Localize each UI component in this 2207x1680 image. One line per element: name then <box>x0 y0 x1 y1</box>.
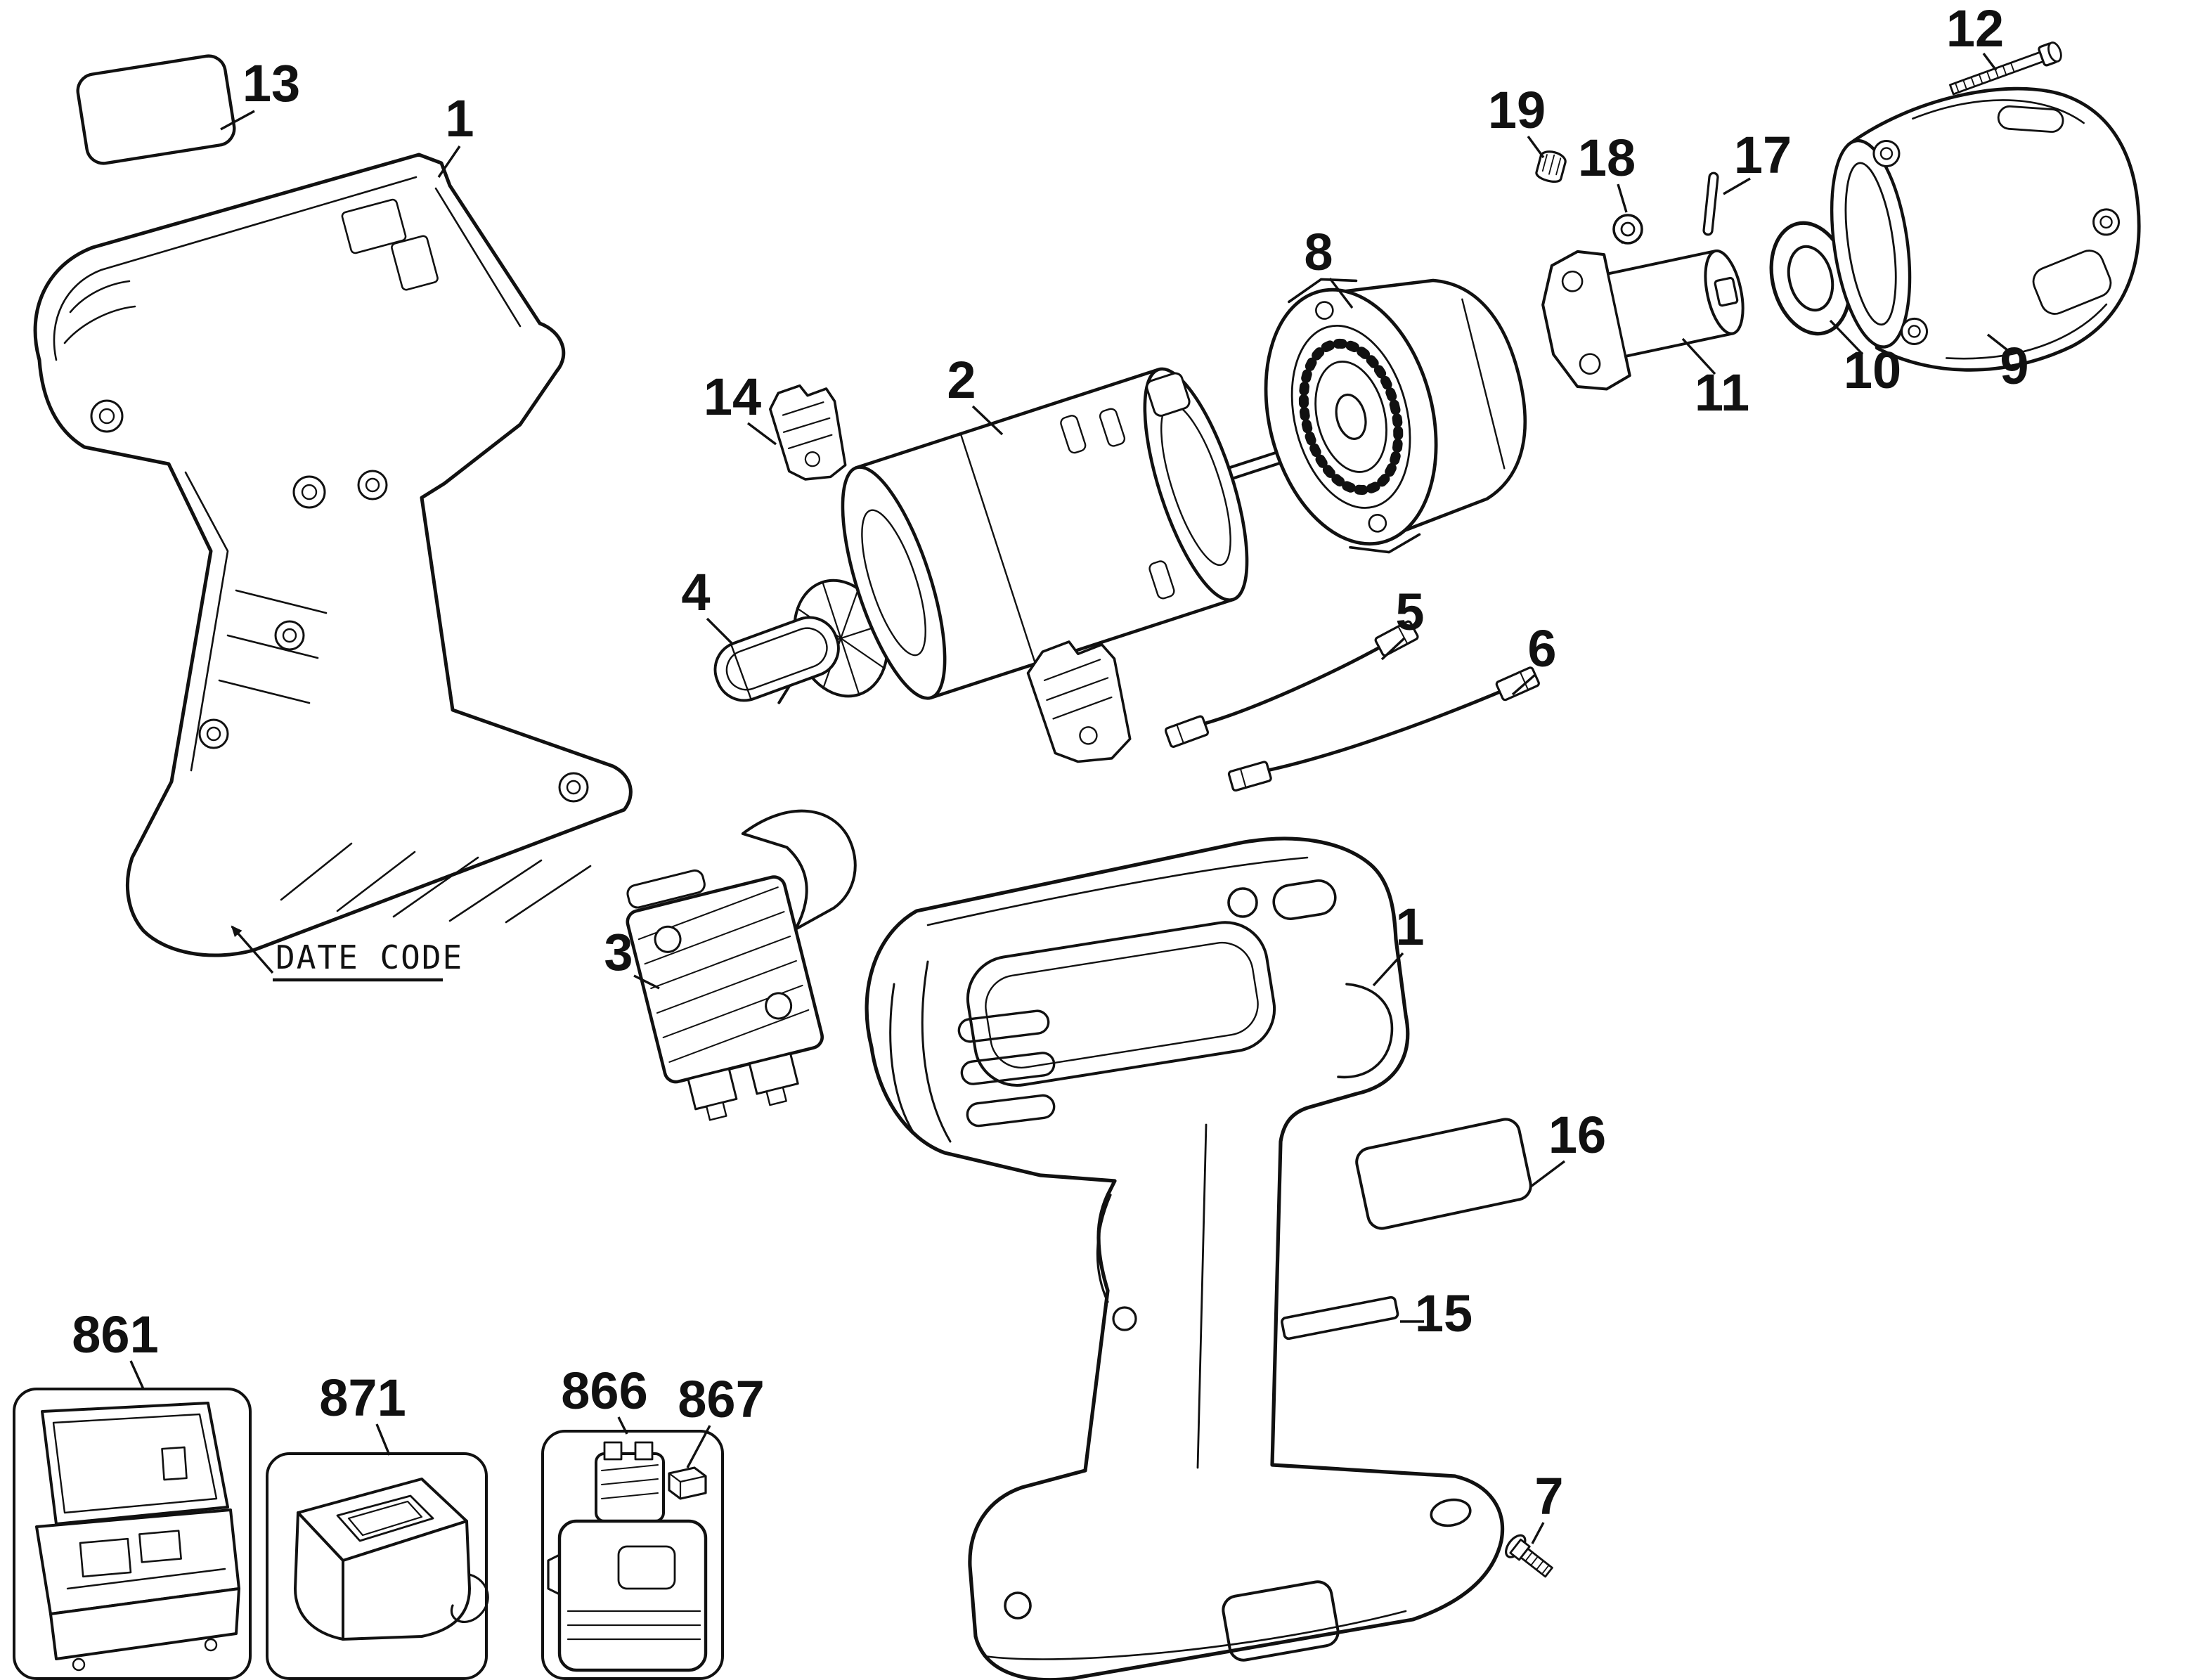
nut-18 <box>1612 214 1643 245</box>
washer-10 <box>1769 221 1852 336</box>
callout-leader-7 <box>1531 1522 1545 1544</box>
battery-866 <box>541 1430 724 1680</box>
motor-terminal <box>1146 372 1191 417</box>
callout-leader-5 <box>1380 637 1406 661</box>
callout-leader-866 <box>617 1416 628 1435</box>
callout-871: 871 <box>319 1369 406 1427</box>
callout-leader-1 <box>1372 952 1404 987</box>
callout-11: 11 <box>1695 363 1749 422</box>
brush-holder-14 <box>769 384 847 481</box>
callout-leader-871 <box>375 1423 391 1456</box>
pin-17 <box>1702 172 1719 236</box>
callout-17: 17 <box>1734 126 1792 184</box>
screw-boss <box>357 470 388 500</box>
callout-leader-8 <box>1328 277 1354 309</box>
callout-leader-2 <box>971 405 1004 436</box>
label-strip-15 <box>1281 1295 1399 1340</box>
callout-14: 14 <box>704 368 761 426</box>
rear-hook <box>1337 983 1394 1079</box>
callout-15: 15 <box>1415 1284 1473 1343</box>
callout-leader-12 <box>1982 52 1998 72</box>
lead-wire-6 <box>1227 666 1540 792</box>
date-code-arrow <box>231 925 274 974</box>
callout-3: 3 <box>604 923 633 981</box>
callout-leader-18 <box>1617 183 1628 213</box>
terminal-867 <box>668 1466 707 1500</box>
front-housing-rim <box>1830 138 1912 349</box>
output-spindle <box>1541 249 1745 391</box>
callout-8: 8 <box>1304 223 1333 281</box>
trigger-switch <box>626 809 857 1121</box>
screw-boss <box>198 718 229 749</box>
callout-leader-1 <box>437 146 461 178</box>
callout-13: 13 <box>242 54 300 112</box>
motor-front-face <box>1143 367 1249 602</box>
callout-leader-861 <box>129 1360 145 1390</box>
front-housing <box>1830 86 2141 372</box>
callout-18: 18 <box>1578 129 1636 187</box>
callout-6: 6 <box>1527 619 1556 678</box>
housing-half-interior <box>33 153 633 957</box>
motor-end-face <box>841 465 947 700</box>
callout-layer: 13 1 14 2 4 3 5 6 8 19 18 17 12 11 10 9 1 16 15 7 861 871 866 8… <box>72 0 2029 1544</box>
date-code-label: DATE CODE <box>276 938 463 976</box>
charger-frame <box>266 1452 488 1680</box>
callout-867: 867 <box>678 1370 764 1428</box>
callout-10: 10 <box>1844 341 1901 399</box>
charger-cord <box>450 1573 489 1623</box>
callout-7: 7 <box>1534 1467 1563 1525</box>
screw-boss <box>274 620 305 651</box>
kitbox-861 <box>13 1388 252 1680</box>
callout-4: 4 <box>681 563 710 621</box>
callout-19: 19 <box>1488 81 1546 139</box>
callout-leader-13 <box>220 110 255 131</box>
callout-leader-3 <box>633 974 660 990</box>
callout-12: 12 <box>1946 0 2004 58</box>
screw-boss <box>558 772 589 803</box>
callout-leader-9 <box>1986 333 2009 351</box>
callout-leader-11 <box>1681 337 1716 375</box>
battery-latch-recess <box>1222 1580 1340 1662</box>
callout-leader-16 <box>1529 1160 1566 1188</box>
kitbox-frame <box>13 1388 252 1680</box>
square-drive-hole <box>1714 276 1739 307</box>
battery-stem <box>595 1452 665 1523</box>
callout-leader-6 <box>1511 673 1536 696</box>
charger-well <box>336 1494 434 1542</box>
callout-866: 866 <box>561 1362 647 1420</box>
trigger-lever <box>741 809 857 931</box>
brush-holder-lower <box>1026 640 1132 763</box>
nameplate-recess <box>966 921 1276 1087</box>
callout-leader-17 <box>1723 177 1751 195</box>
charger-871 <box>266 1452 489 1680</box>
label-sticker-13 <box>76 54 236 165</box>
callout-16: 16 <box>1548 1106 1606 1164</box>
callout-leader-10 <box>1829 319 1864 356</box>
callout-1: 1 <box>445 89 474 148</box>
callout-1: 1 <box>1395 898 1424 956</box>
rivet-19 <box>1535 150 1567 183</box>
switch-body <box>626 875 824 1084</box>
callout-leader-14 <box>746 422 777 446</box>
callout-9: 9 <box>2000 337 2028 395</box>
gearbox <box>1264 278 1527 554</box>
lead-wire-5 <box>1164 620 1419 748</box>
motor <box>777 367 1304 704</box>
callout-5: 5 <box>1395 583 1424 641</box>
clip-part-4 <box>713 616 840 702</box>
label-sticker-16 <box>1355 1118 1532 1230</box>
screw-7 <box>1505 1534 1553 1578</box>
callout-leader-19 <box>1527 135 1545 159</box>
battery-body <box>557 1519 708 1672</box>
battery-frame <box>541 1430 724 1680</box>
callout-leader-867 <box>686 1425 711 1468</box>
drill-assembled-housing <box>865 836 1504 1680</box>
screw-boss <box>90 399 124 433</box>
callout-861: 861 <box>72 1305 158 1364</box>
kitbox-lid <box>41 1402 229 1525</box>
callout-2: 2 <box>947 351 976 409</box>
screw-boss <box>292 475 326 509</box>
callout-leader-4 <box>706 617 734 645</box>
reverse-lever <box>626 869 706 909</box>
